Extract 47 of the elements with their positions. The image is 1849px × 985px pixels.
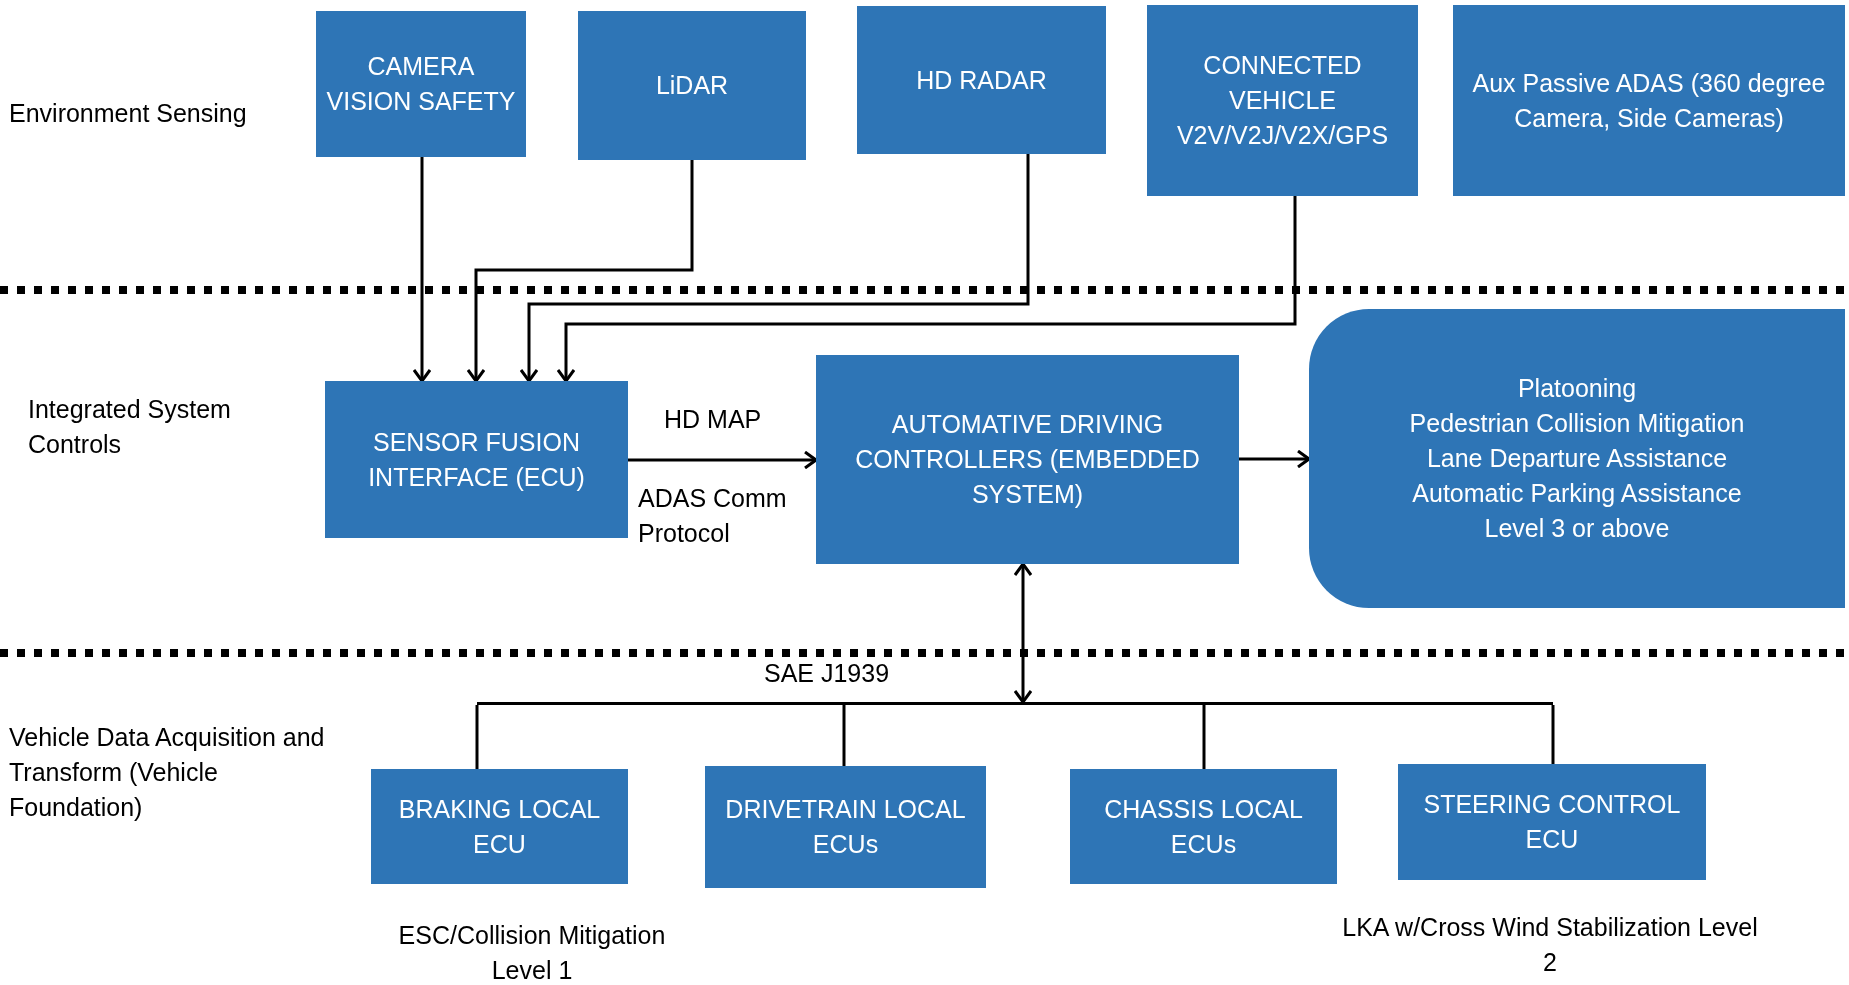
node-text: HD RADAR	[916, 64, 1047, 96]
node-text: Platooning	[1517, 373, 1637, 404]
node-text: Level 3 or above	[1484, 513, 1670, 544]
node-text: STEERING CONTROL ECU	[1422, 789, 1682, 855]
component-box	[578, 11, 806, 160]
component-box	[316, 11, 526, 157]
node-text: CAMERA VISION SAFETY	[325, 51, 517, 117]
component-box	[325, 381, 628, 538]
component-box	[816, 355, 1239, 564]
node-text: Lane Departure Assistance	[1426, 443, 1728, 474]
component-box	[1453, 5, 1845, 196]
connector-line	[1551, 705, 1555, 764]
component-box	[1147, 5, 1418, 196]
arrow	[1013, 562, 1033, 704]
connector-line	[1202, 705, 1206, 769]
node-text: AUTOMATIVE DRIVING CONTROLLERS (EMBEDDED SYSTEM)	[854, 409, 1201, 510]
node-text: BRAKING LOCAL ECU	[397, 793, 602, 860]
text-label: Vehicle Data Acquisition and Transform (Vehicle Foundation)	[9, 722, 326, 823]
caption-text: ESC/Collision Mitigation Level 1	[397, 920, 667, 985]
node-text: Pedestrian Collision Mitigation	[1409, 408, 1745, 439]
arrow	[556, 196, 1297, 383]
component-box	[705, 766, 986, 888]
connector-line	[475, 705, 479, 769]
node-text: CONNECTED VEHICLE V2V/V2J/V2X/GPS	[1175, 50, 1390, 151]
component-box	[371, 769, 628, 884]
node-text: Automatic Parking Assistance	[1412, 478, 1742, 509]
connector-line	[842, 705, 846, 766]
arrow	[628, 450, 818, 470]
arrow	[412, 157, 432, 383]
bus-line	[477, 702, 1553, 705]
node-text: Aux Passive ADAS (360 degree Camera, Side Cameras)	[1471, 67, 1827, 134]
node-text: LiDAR	[655, 70, 729, 101]
arrow	[1239, 449, 1311, 469]
text-label: Environment Sensing	[9, 98, 248, 129]
text-label: Integrated System Controls	[28, 394, 232, 460]
component-box	[1398, 764, 1706, 880]
feature-panel	[1309, 309, 1845, 608]
text-label: SAE J1939	[764, 658, 891, 689]
node-text: CHASSIS LOCAL ECUs	[1103, 793, 1304, 860]
text-label: ADAS Comm Protocol	[638, 483, 788, 549]
node-text: DRIVETRAIN LOCAL ECUs	[724, 794, 967, 860]
arrow	[466, 160, 694, 383]
caption-text: LKA w/Cross Wind Stabilization Level 2	[1341, 912, 1759, 978]
arrow	[519, 154, 1030, 383]
component-box	[857, 6, 1106, 154]
component-box	[1070, 769, 1337, 884]
node-text: SENSOR FUSION INTERFACE (ECU)	[367, 426, 586, 493]
